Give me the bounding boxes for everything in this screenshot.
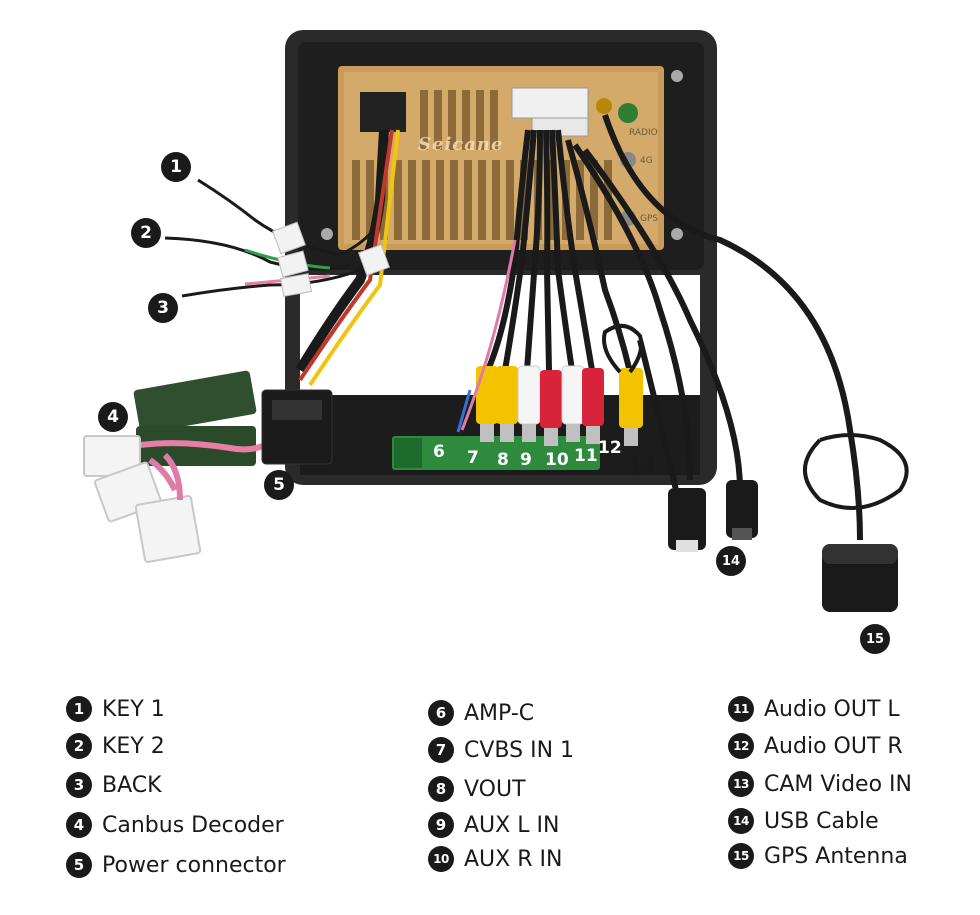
legend-number: 15 [728,843,754,869]
legend-number: 12 [728,733,754,759]
legend-number: 1 [66,696,92,722]
legend-number: 4 [66,812,92,838]
legend-item: 4 Canbus Decoder [66,812,284,838]
pink-wire [460,239,517,431]
legend-label: KEY 2 [102,733,165,759]
legend-label: CVBS IN 1 [464,737,575,763]
4g-port-label: 4G [640,156,653,166]
usb-cables [637,339,758,552]
legend-label: KEY 1 [102,696,165,722]
rca-cables [485,114,863,541]
callout-1: 1 [161,152,191,182]
legend-item: 15 GPS Antenna [728,843,908,869]
legend-number: 14 [728,808,754,834]
callout-10: 10 [545,450,569,470]
legend-item: 5 Power connector [66,852,286,878]
callout-12: 12 [598,438,622,458]
legend-label: AMP-C [464,700,535,726]
power-connector-block [261,389,333,465]
callout-15: 15 [860,624,890,654]
legend-item: 10 AUX R IN [428,846,562,872]
callout-11: 11 [574,446,598,466]
rca-plugs [476,365,643,446]
legend-item: 11 Audio OUT L [728,696,900,722]
brand-watermark: Seicane [418,134,504,155]
legend-label: Audio OUT R [764,733,903,759]
legend-number: 2 [66,733,92,759]
legend-item: 12 Audio OUT R [728,733,903,759]
gps-port-label: GPS [640,214,659,224]
legend-number: 13 [728,771,754,797]
legend-number: 7 [428,737,454,763]
legend-item: 8 VOUT [428,776,526,802]
legend-label: AUX R IN [464,846,563,872]
legend-item: 9 AUX L IN [428,812,559,838]
legend-item: 6 AMP-C [428,700,534,726]
callout-5: 5 [264,470,294,500]
legend-number: 10 [428,846,454,872]
legend-number: 8 [428,776,454,802]
legend-label: USB Cable [764,808,879,834]
callout-9: 9 [520,450,532,470]
legend-label: CAM Video IN [764,771,912,797]
radio-port-label: RADIO [629,128,658,138]
legend-number: 6 [428,700,454,726]
callout-13: 13 [628,454,656,478]
callout-14: 14 [716,546,746,576]
callout-2: 2 [131,218,161,248]
pink-harness [148,452,183,501]
legend-number: 5 [66,852,92,878]
radio-chassis [321,66,683,250]
wiring-diagram-illustration [83,30,909,612]
legend-item: 13 CAM Video IN [728,771,912,797]
callout-8: 8 [497,450,509,470]
legend-label: Canbus Decoder [102,812,284,838]
callout-7: 7 [467,448,479,468]
callout-4: 4 [98,402,128,432]
cam-loop [602,324,644,374]
canbus-decoder [133,370,267,466]
legend-label: VOUT [464,776,526,802]
callout-3: 3 [148,293,178,323]
legend-label: Audio OUT L [764,696,900,722]
legend-item: 14 USB Cable [728,808,879,834]
legend-item: 3 BACK [66,772,162,798]
blue-wire [456,389,472,433]
legend-number: 9 [428,812,454,838]
legend-number: 11 [728,696,754,722]
legend-label: AUX L IN [464,812,560,838]
white-plugs [83,435,202,563]
legend-item: 2 KEY 2 [66,733,165,759]
legend-label: GPS Antenna [764,843,908,869]
legend-item: 1 KEY 1 [66,696,165,722]
gps-antenna [803,433,909,612]
legend-label: BACK [102,772,162,798]
legend-label: Power connector [102,852,286,878]
legend-number: 3 [66,772,92,798]
callout-6: 6 [433,442,445,462]
legend-item: 7 CVBS IN 1 [428,737,574,763]
wire-tags [272,221,391,297]
